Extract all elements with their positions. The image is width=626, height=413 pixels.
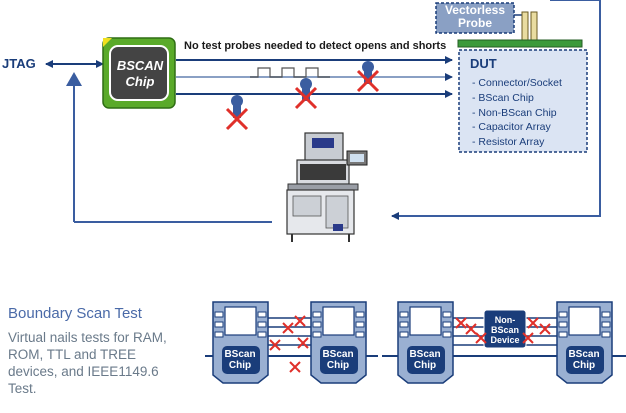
- non-bscan-device-label: Non-BScan Device: [490, 315, 520, 345]
- short-marks: [455, 317, 551, 344]
- vectorless-probe-icon: [435, 2, 538, 41]
- bscan-chip-label: BSCAN Chip: [116, 58, 164, 89]
- bscan-chip-label: BScan Chip: [409, 349, 441, 371]
- jtag-label: JTAG: [2, 56, 36, 71]
- bscan-chip-icon: [556, 301, 613, 384]
- dut-title: DUT: [470, 56, 497, 71]
- no-probe-icon: [294, 78, 318, 110]
- dut-item: - Non-BScan Chip: [472, 106, 557, 119]
- bscan-chip-icon: [102, 37, 176, 109]
- bscan-chip-icon: [212, 301, 269, 384]
- bscan-chip-label: BScan Chip: [568, 349, 600, 371]
- dut-item: - Capacitor Array: [472, 121, 551, 134]
- dut-box: [458, 49, 588, 153]
- dut-item: - BScan Chip: [472, 91, 534, 104]
- pcb-strip: [457, 39, 583, 48]
- no-probe-icon: [225, 95, 249, 131]
- short-marks: [269, 315, 309, 373]
- bscan-chip-icon: [310, 301, 367, 384]
- bscan-chip-icon: [397, 301, 454, 384]
- diagram-caption: No test probes needed to detect opens an…: [184, 40, 447, 52]
- dut-item: - Resistor Array: [472, 136, 545, 149]
- section-title: Boundary Scan Test: [8, 305, 142, 322]
- section-description: Virtual nails tests for RAM, ROM, TTL an…: [8, 330, 167, 396]
- tester-machine-icon: [286, 132, 368, 242]
- vectorless-probe-label: Vectorless Probe: [444, 3, 506, 30]
- no-probe-icon: [356, 61, 380, 93]
- bscan-chip-label: BScan Chip: [322, 349, 354, 371]
- dut-item: - Connector/Socket: [472, 77, 562, 89]
- dut-return-path: [391, 0, 601, 220]
- non-bscan-device-icon: [483, 309, 527, 349]
- dut-item-list: - Connector/Socket - BScan Chip - Non-BS…: [472, 76, 562, 150]
- bscan-chip-label: BScan Chip: [224, 349, 256, 371]
- pulse-waveform: [250, 67, 330, 78]
